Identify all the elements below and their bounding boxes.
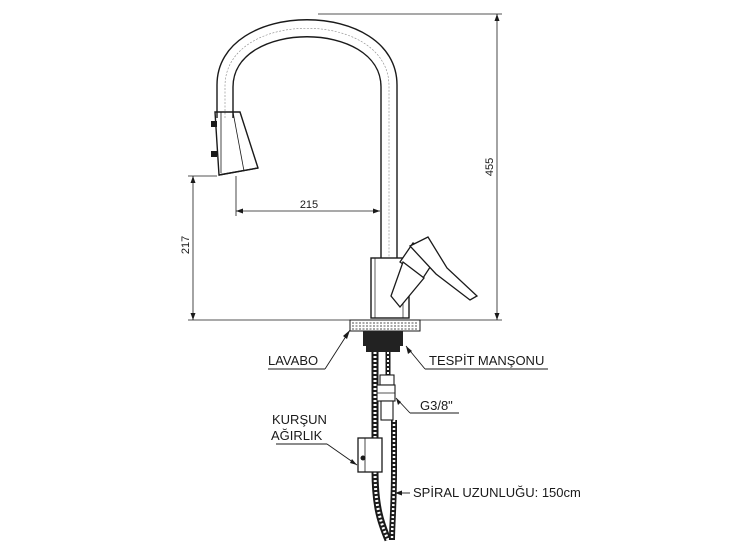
lever-handle <box>390 236 479 309</box>
sink-countertop <box>349 319 421 332</box>
dimension-arrows <box>190 14 500 320</box>
spray-head <box>211 111 259 176</box>
dim-spout-height: 217 <box>180 236 192 254</box>
dim-spout-reach: 215 <box>300 199 318 211</box>
g38-fitting <box>376 374 396 421</box>
lead-weight <box>357 437 383 473</box>
leader-arrowheads <box>343 330 412 496</box>
dim-height-total: 455 <box>484 158 496 176</box>
fixing-sleeve <box>363 331 403 352</box>
label-agirlik: AĞIRLIK <box>271 428 323 443</box>
label-tespit-mansonu: TESPİT MANŞONU <box>429 353 544 368</box>
label-lavabo: LAVABO <box>268 353 318 368</box>
label-spiral-uzunlugu: SPİRAL UZUNLUĞU: 150cm <box>413 485 581 500</box>
dimension-lines <box>188 13 502 321</box>
label-g38: G3/8" <box>420 398 453 413</box>
gooseneck-spout <box>216 19 398 258</box>
label-kursun: KURŞUN <box>272 412 327 427</box>
